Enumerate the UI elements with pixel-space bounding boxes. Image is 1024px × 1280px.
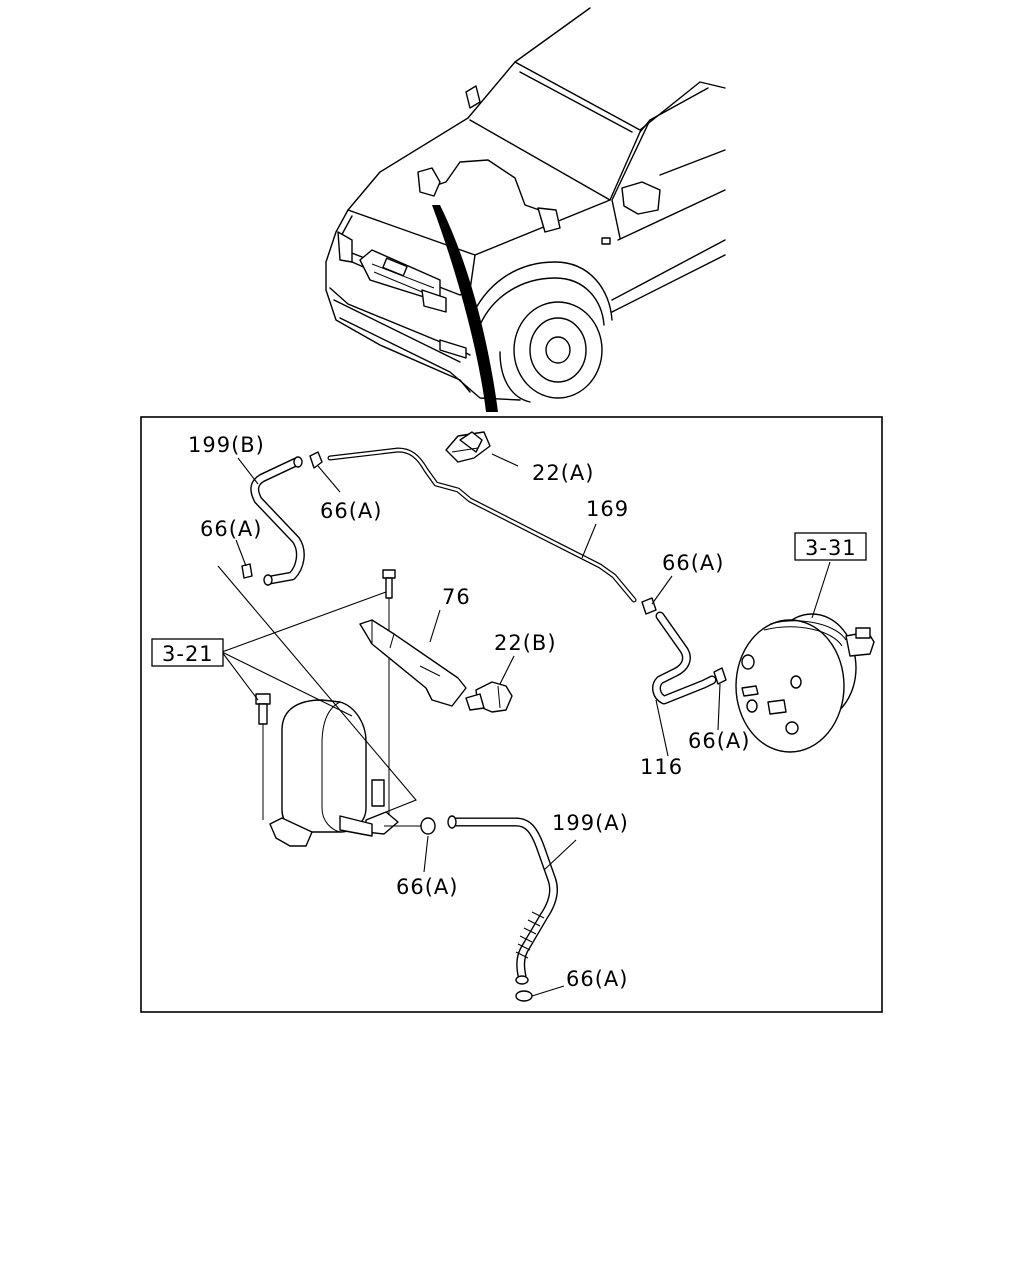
- label-199b: 199(B): [188, 433, 265, 457]
- label-199a: 199(A): [552, 811, 629, 835]
- detail-frame: [140, 416, 883, 1013]
- bracket-76: [359, 619, 467, 707]
- reservoir-tank: [255, 693, 399, 847]
- label-169: 169: [586, 497, 629, 521]
- label-76: 76: [442, 585, 471, 609]
- clamp-66a-tank: [420, 817, 436, 835]
- hose-199a: [447, 815, 559, 985]
- label-66a-right: 66(A): [662, 551, 724, 575]
- clamp-66a-booster: [713, 667, 727, 685]
- label-66a-top: 66(A): [320, 499, 382, 523]
- bracket-22a: [445, 431, 491, 463]
- clamp-66a-right: [641, 597, 657, 615]
- bolt: [382, 569, 396, 820]
- label-66a-bottom: 66(A): [566, 967, 628, 991]
- vehicle-illustration: [325, 7, 726, 412]
- leader-lines: [235, 453, 831, 997]
- clamp-66a: [241, 451, 323, 579]
- part-labels: 199(B) 66(A) 22(A) 66(A) 169 66(A) 76 22…: [188, 433, 750, 991]
- ref-label-3-31: 3-31: [805, 536, 857, 560]
- hose-116: [652, 611, 717, 705]
- label-66a-booster: 66(A): [688, 729, 750, 753]
- leader-lines-3-21: [217, 565, 422, 827]
- label-66a-tank: 66(A): [396, 875, 458, 899]
- clamp-66a-bottom: [515, 990, 533, 1002]
- reference-3-21[interactable]: 3-21: [151, 638, 224, 667]
- ref-label-3-21: 3-21: [162, 642, 214, 666]
- brake-booster: [735, 613, 875, 753]
- tube-169: [327, 447, 637, 603]
- reference-3-31[interactable]: 3-31: [794, 532, 867, 561]
- label-22a: 22(A): [532, 461, 594, 485]
- label-22b: 22(B): [494, 631, 557, 655]
- label-66a-left: 66(A): [200, 517, 262, 541]
- label-116: 116: [640, 755, 683, 779]
- bracket-22b: [465, 681, 513, 713]
